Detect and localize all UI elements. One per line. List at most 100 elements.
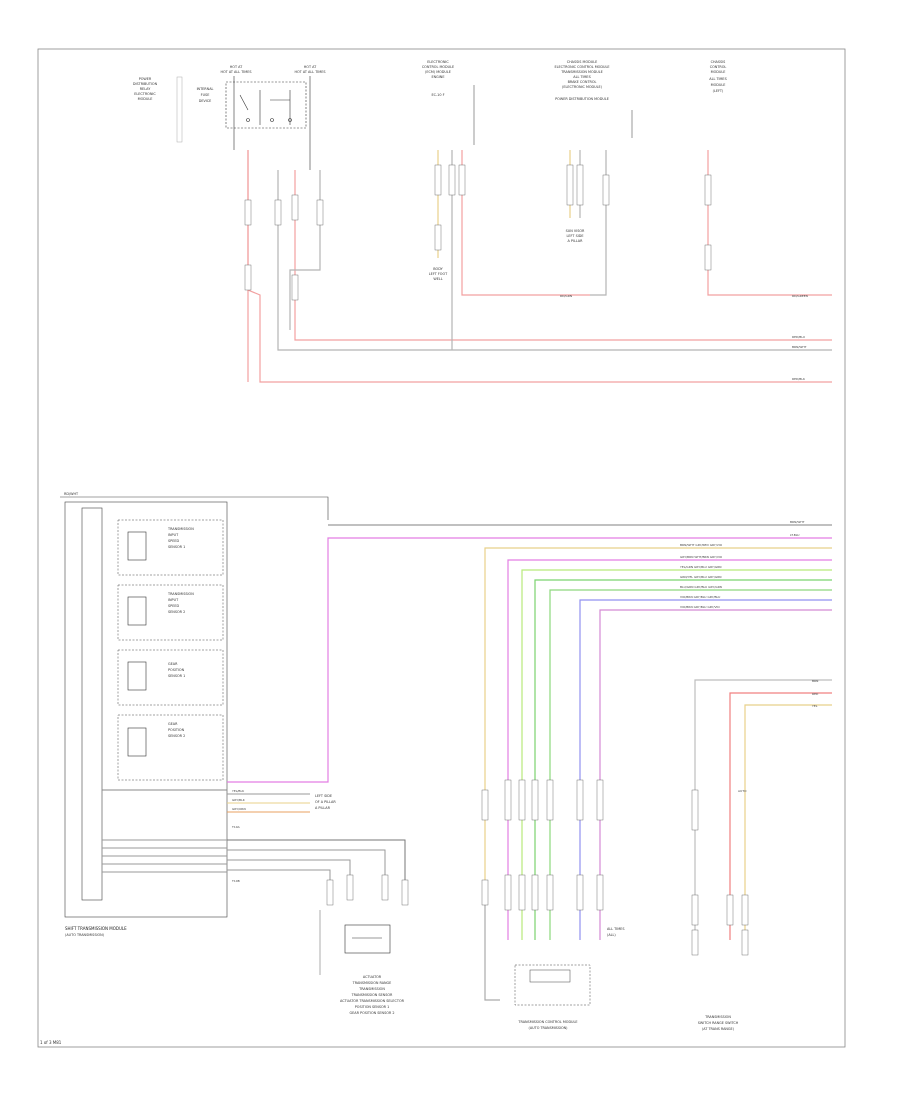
svg-text:BLU/GRN GRY/BLU GRY/GRN: BLU/GRN GRY/BLU GRY/GRN [680, 585, 722, 589]
top-wire-labels [244, 164, 712, 301]
svg-text:YEL: YEL [812, 704, 818, 708]
svg-text:VIO/BRN GRY/BLU GRY/BLU: VIO/BRN GRY/BLU GRY/BLU [680, 595, 720, 599]
svg-text:DEVICE: DEVICE [199, 99, 212, 103]
svg-text:SUN VISOR: SUN VISOR [566, 229, 585, 233]
svg-text:HOT AT: HOT AT [304, 65, 317, 69]
actuator-symbol [319, 910, 391, 975]
svg-text:GRY/ORN: GRY/ORN [232, 807, 246, 811]
svg-text:YEL/GRN GRY/BLU GRY/GRN: YEL/GRN GRY/BLU GRY/GRN [680, 565, 722, 569]
svg-text:TRANSMISSION: TRANSMISSION [358, 987, 385, 991]
svg-text:RELAY: RELAY [140, 87, 152, 91]
right-top-label: CHASSIS CONTROL MODULE ALL TIMES MODULE … [709, 60, 726, 93]
svg-text:BRN/WHT: BRN/WHT [792, 345, 807, 349]
svg-text:TRANSMISSION MODULE: TRANSMISSION MODULE [560, 70, 603, 74]
middle-top-label: CHASSIS MODULE ELECTRONIC CONTROL MODULE… [555, 60, 633, 138]
tcm-box [514, 964, 591, 1006]
svg-text:RED/BLU: RED/BLU [792, 335, 805, 339]
sensor-transmission-1: TRANSMISSION INPUT SPEED SENSOR 1 [117, 519, 224, 576]
svg-text:ENGINE: ENGINE [432, 75, 445, 79]
svg-text:RD/GRN: RD/GRN [560, 294, 572, 298]
svg-text:WELL: WELL [433, 277, 442, 281]
svg-text:SENSOR 1: SENSOR 1 [168, 545, 185, 549]
svg-text:(LEFT): (LEFT) [713, 89, 724, 93]
svg-text:RD/GREEN: RD/GREEN [792, 294, 808, 298]
svg-text:(AUTO TRANSMISSION): (AUTO TRANSMISSION) [529, 1026, 569, 1030]
svg-text:POWER DISTRIBUTION MODULE: POWER DISTRIBUTION MODULE [555, 97, 609, 101]
svg-text:ELECTRONIC: ELECTRONIC [427, 60, 449, 64]
svg-text:ALL TIMES: ALL TIMES [573, 75, 590, 79]
svg-text:POSITION: POSITION [168, 728, 185, 732]
svg-text:LEFT SIDE: LEFT SIDE [315, 794, 332, 798]
top-edge-labels: RD/GREEN RED/BLU BRN/WHT RED/BLK RD/GRN [560, 294, 808, 381]
svg-text:BRN/WHT GRY/RED GRY/VIO: BRN/WHT GRY/RED GRY/VIO [680, 543, 723, 547]
svg-text:(ECM) MODULE: (ECM) MODULE [425, 70, 451, 74]
sensor-gear-1: GEAR POSITION SENSOR 1 [117, 649, 224, 706]
svg-text:BRN/WHT: BRN/WHT [790, 520, 805, 524]
svg-text:POWER: POWER [139, 77, 152, 81]
svg-text:TRANSMISSION SENSOR: TRANSMISSION SENSOR [351, 993, 393, 997]
range-switch-blocks [691, 789, 749, 956]
svg-text:GEAR POSITION SENSOR 2: GEAR POSITION SENSOR 2 [350, 1011, 395, 1015]
svg-text:SENSOR 2: SENSOR 2 [168, 734, 185, 738]
fuse-a-label: HOT AT ALL TIMES [220, 70, 251, 74]
svg-text:POSITION SENSOR 1: POSITION SENSOR 1 [355, 1005, 389, 1009]
bottom-connector-blocks [326, 779, 604, 911]
svg-text:TRANSMISSION: TRANSMISSION [167, 592, 194, 596]
svg-text:POSITION: POSITION [168, 668, 185, 672]
svg-text:GRN/YEL GRY/BLU GRY/GRN: GRN/YEL GRY/BLU GRY/GRN [680, 575, 722, 579]
svg-text:ALL TIMES: ALL TIMES [709, 77, 726, 81]
svg-text:LEFT SIDE: LEFT SIDE [567, 234, 584, 238]
svg-text:CONTROL: CONTROL [710, 65, 727, 69]
svg-text:LT.BLU: LT.BLU [790, 533, 799, 537]
svg-text:(AT TRANS RANGE): (AT TRANS RANGE) [702, 1027, 735, 1031]
svg-text:EC-10 F: EC-10 F [431, 93, 444, 97]
svg-text:(ALL): (ALL) [607, 933, 616, 937]
svg-text:MODULE: MODULE [711, 70, 726, 74]
svg-text:TRANSMISSION RANGE: TRANSMISSION RANGE [352, 981, 392, 985]
svg-text:BRAKE CONTROL: BRAKE CONTROL [568, 80, 597, 84]
svg-text:ALL TIMES: ALL TIMES [607, 927, 624, 931]
svg-text:A PILLAR: A PILLAR [568, 239, 584, 243]
svg-text:HOT AT: HOT AT [230, 65, 243, 69]
range-switch-label-2: SWITCH RANGE SWITCH [698, 1021, 739, 1025]
svg-text:LEFT FOOT: LEFT FOOT [429, 272, 448, 276]
top-wires [247, 150, 832, 383]
svg-text:RED/BLK: RED/BLK [792, 377, 806, 381]
svg-text:ACTUATOR: ACTUATOR [363, 975, 382, 979]
svg-text:SENSOR 1: SENSOR 1 [168, 674, 185, 678]
svg-text:OF A PILLAR: OF A PILLAR [315, 800, 336, 804]
fuse-b-label: HOT AT ALL TIMES [294, 70, 325, 74]
bottom-labels: SHIFT TRANSMISSION MODULE (AUTO TRANSMIS… [65, 926, 739, 1031]
svg-text:DISTRIBUTION: DISTRIBUTION [133, 82, 158, 86]
shift-module-label: SHIFT TRANSMISSION MODULE [65, 926, 127, 931]
svg-text:CHASSIS MODULE: CHASSIS MODULE [567, 60, 598, 64]
svg-text:GRY/BRN WHT/BRN GRY/VIO: GRY/BRN WHT/BRN GRY/VIO [680, 555, 723, 559]
svg-text:INPUT: INPUT [168, 598, 179, 602]
bottom-bus-wires [227, 524, 832, 1001]
ecm-top-label: ELECTRONIC CONTROL MODULE (ECM) MODULE E… [422, 60, 475, 145]
range-switch-wires [694, 679, 832, 940]
shift-module-box [60, 496, 329, 918]
sensor-transmission-2: TRANSMISSION INPUT SPEED SENSOR 2 [117, 584, 224, 641]
sensor-gear-2: GEAR POSITION SENSOR 2 [117, 714, 224, 781]
svg-text:FUSE: FUSE [201, 93, 210, 97]
svg-text:RED: RED [812, 692, 819, 696]
svg-text:(AUTO TRANSMISSION): (AUTO TRANSMISSION) [65, 933, 105, 937]
svg-text:SPEED: SPEED [168, 539, 179, 543]
svg-text:GRY/BLK: GRY/BLK [232, 798, 246, 802]
svg-text:T10A: T10A [231, 825, 241, 829]
svg-text:CONTROL MODULE: CONTROL MODULE [422, 65, 454, 69]
svg-text:INPUT: INPUT [168, 533, 179, 537]
svg-text:INTERNAL: INTERNAL [197, 87, 214, 91]
svg-text:GEAR: GEAR [168, 722, 178, 726]
svg-text:AUTO: AUTO [738, 789, 747, 793]
actuator-label: ACTUATOR TRANSMISSION SELECTOR [340, 999, 405, 1003]
svg-text:TRANSMISSION: TRANSMISSION [167, 527, 194, 531]
bus-edge-labels: BRN/WHT LT.BLU BRN/WHT GRY/RED GRY/VIO G… [680, 520, 805, 609]
range-switch-label-1: TRANSMISSION [704, 1015, 731, 1019]
svg-text:T10B: T10B [231, 879, 240, 883]
top-left-component: POWER DISTRIBUTION RELAY ELECTRONIC MODU… [133, 76, 183, 143]
svg-text:YEL/BLK: YEL/BLK [232, 789, 245, 793]
svg-text:MODULE: MODULE [138, 97, 153, 101]
module-rails [102, 789, 227, 873]
